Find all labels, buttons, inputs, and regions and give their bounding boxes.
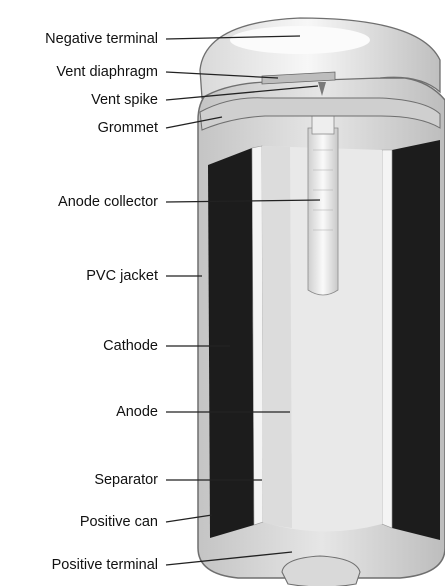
label-anode: Anode <box>116 403 158 421</box>
label-anode-collector: Anode collector <box>58 193 158 211</box>
anode-collector <box>308 128 338 295</box>
separator-right <box>382 150 392 528</box>
label-vent-diaphragm: Vent diaphragm <box>56 63 158 81</box>
separator-left <box>252 146 263 525</box>
label-positive-terminal: Positive terminal <box>52 556 158 574</box>
label-cathode: Cathode <box>103 337 158 355</box>
anode-shadow <box>262 146 292 528</box>
label-positive-can: Positive can <box>80 513 158 531</box>
label-negative-terminal: Negative terminal <box>45 30 158 48</box>
label-separator: Separator <box>94 471 158 489</box>
cathode-right <box>392 140 440 540</box>
label-pvc-jacket: PVC jacket <box>86 267 158 285</box>
label-grommet: Grommet <box>98 119 158 137</box>
label-vent-spike: Vent spike <box>91 91 158 109</box>
cap-highlight <box>230 26 370 54</box>
